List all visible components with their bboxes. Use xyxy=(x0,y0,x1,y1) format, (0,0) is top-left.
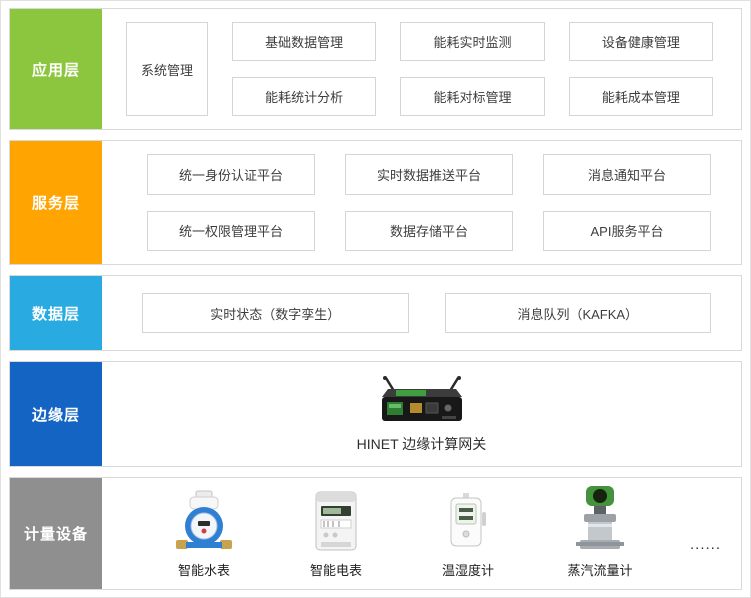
metering-devices-layer: 计量设备 智能水表 xyxy=(9,477,742,590)
box-message-notification: 消息通知平台 xyxy=(543,154,711,195)
service-layer: 服务层 统一身份认证平台 实时数据推送平台 消息通知平台 统一权限管理平台 数据… xyxy=(9,140,742,265)
edge-layer-content: HINET 边缘计算网关 xyxy=(102,362,741,466)
box-energy-benchmark-mgmt: 能耗对标管理 xyxy=(400,77,545,116)
device-label: 温湿度计 xyxy=(441,563,494,578)
more-devices-ellipsis: ...... xyxy=(690,536,722,553)
box-system-management: 系统管理 xyxy=(126,22,208,116)
box-unified-identity-auth: 统一身份认证平台 xyxy=(147,154,315,195)
edge-layer-label: 边缘层 xyxy=(10,362,102,466)
edge-gateway-caption: HINET 边缘计算网关 xyxy=(356,435,487,452)
data-layer: 数据层 实时状态（数字孪生） 消息队列（KAFKA） xyxy=(9,275,742,351)
application-layer-label: 应用层 xyxy=(10,9,102,129)
application-layer-content: 系统管理 基础数据管理 能耗实时监测 设备健康管理 能耗统计分析 能耗对标管理 … xyxy=(102,9,741,129)
box-basic-data-mgmt: 基础数据管理 xyxy=(232,22,377,61)
device-smart-electric-meter: 智能电表 xyxy=(292,490,380,579)
service-layer-label: 服务层 xyxy=(10,141,102,264)
box-energy-realtime-monitor: 能耗实时监测 xyxy=(400,22,545,61)
steam-flow-meter-icon xyxy=(576,486,624,549)
box-api-service: API服务平台 xyxy=(543,210,711,251)
thermo-hygrometer-icon xyxy=(450,493,486,547)
edge-layer: 边缘层 HINET 边缘计算网关 xyxy=(9,361,742,467)
device-smart-water-meter: 智能水表 xyxy=(160,490,248,579)
service-layer-content: 统一身份认证平台 实时数据推送平台 消息通知平台 统一权限管理平台 数据存储平台… xyxy=(102,141,741,264)
box-realtime-state-digital-twin: 实时状态（数字孪生） xyxy=(142,293,409,333)
metering-layer-label: 计量设备 xyxy=(10,478,102,589)
box-unified-permission-mgmt: 统一权限管理平台 xyxy=(147,210,315,251)
application-box-grid: 基础数据管理 能耗实时监测 设备健康管理 能耗统计分析 能耗对标管理 能耗成本管… xyxy=(232,22,713,116)
device-label: 蒸汽流量计 xyxy=(567,563,633,578)
box-energy-stats-analysis: 能耗统计分析 xyxy=(232,77,377,116)
data-layer-label: 数据层 xyxy=(10,276,102,350)
box-realtime-data-push: 实时数据推送平台 xyxy=(345,154,513,195)
device-thermo-hygrometer: 温湿度计 xyxy=(424,492,512,579)
hinet-gateway-image xyxy=(381,375,462,421)
metering-layer-content: 智能水表 智能电表 xyxy=(102,478,741,589)
data-layer-content: 实时状态（数字孪生） 消息队列（KAFKA） xyxy=(102,276,741,350)
smart-electric-meter-icon xyxy=(315,491,357,551)
smart-water-meter-icon xyxy=(176,490,232,549)
application-layer: 应用层 系统管理 基础数据管理 能耗实时监测 设备健康管理 能耗统计分析 能耗对… xyxy=(9,8,742,130)
box-device-health-mgmt: 设备健康管理 xyxy=(568,22,713,61)
box-message-queue-kafka: 消息队列（KAFKA） xyxy=(444,293,711,333)
device-label: 智能水表 xyxy=(177,563,230,578)
box-data-storage: 数据存储平台 xyxy=(345,210,513,251)
device-steam-flow-meter: 蒸汽流量计 xyxy=(556,484,644,579)
box-energy-cost-mgmt: 能耗成本管理 xyxy=(568,77,713,116)
device-label: 智能电表 xyxy=(309,563,362,578)
